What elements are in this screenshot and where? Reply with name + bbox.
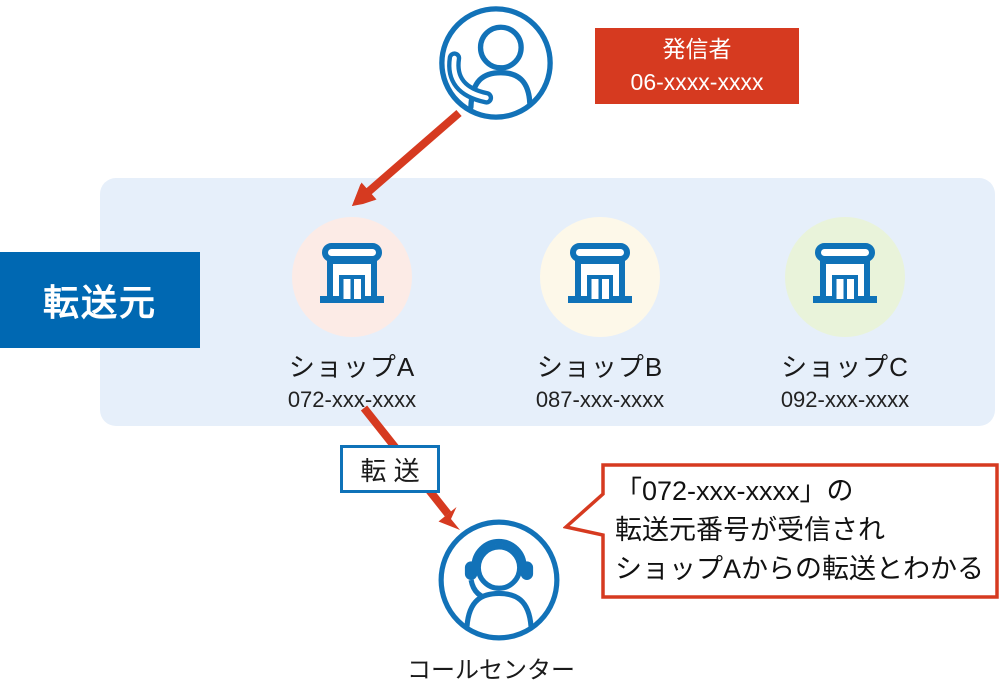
shop-b-item: ショップB 087-xxx-xxxx [480, 217, 720, 413]
shop-b-name: ショップB [536, 352, 664, 382]
callout-line-1: 「072-xxx-xxxx」の [615, 476, 854, 506]
call-center-headset-icon [437, 518, 561, 642]
caller-badge-number: 06-xxxx-xxxx [630, 69, 764, 95]
store-icon [805, 235, 885, 320]
shop-c-name: ショップC [781, 352, 909, 382]
shop-a-name: ショップA [288, 352, 416, 382]
shop-c-circle [785, 217, 905, 337]
shop-b-circle [540, 217, 660, 337]
caller-badge: 発信者 06-xxxx-xxxx [595, 28, 799, 104]
shop-b-phone: 087-xxx-xxxx [535, 387, 665, 412]
shop-c-phone: 092-xxx-xxxx [780, 387, 910, 412]
caller-phone-icon [438, 5, 554, 121]
shop-a-phone: 072-xxx-xxxx [287, 387, 417, 412]
callout-line-3: ショップAからの転送とわかる [615, 554, 985, 584]
shop-a-item: ショップA 072-xxx-xxxx [232, 217, 472, 413]
caller-badge-title: 発信者 [662, 36, 732, 62]
forward-source-label: 転送元 [0, 252, 200, 348]
shop-c-item: ショップC 092-xxx-xxxx [725, 217, 965, 413]
callout-line-2: 転送元番号が受信され [615, 515, 885, 545]
store-icon [312, 235, 392, 320]
callout-bubble-outline [563, 463, 999, 599]
store-icon [560, 235, 640, 320]
callout-text: 「072-xxx-xxxx」の 転送元番号が受信され ショップAからの転送とわか… [615, 472, 995, 589]
forward-label-box: 転 送 [340, 445, 440, 493]
call-center-label: コールセンター [407, 657, 575, 684]
callout-bubble: 「072-xxx-xxxx」の 転送元番号が受信され ショップAからの転送とわか… [563, 463, 1000, 600]
shop-a-circle [292, 217, 412, 337]
